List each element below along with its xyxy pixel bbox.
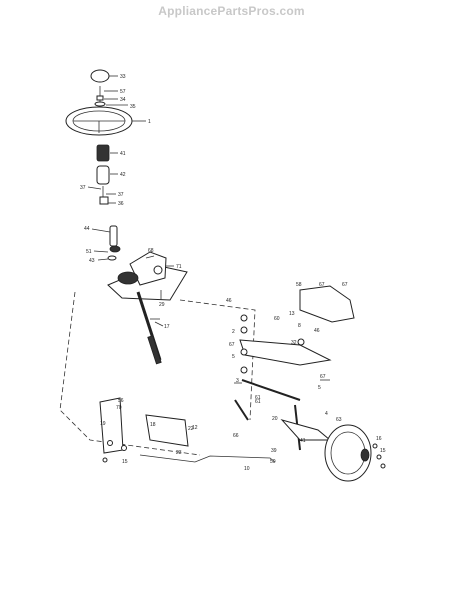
callout: 19 xyxy=(100,421,106,427)
callout: 13 xyxy=(289,311,295,317)
callout: 67 xyxy=(342,282,348,288)
callout: 15 xyxy=(380,448,386,454)
callout: 17 xyxy=(164,324,170,330)
front-wheel xyxy=(324,424,372,482)
spindle xyxy=(234,399,249,421)
callout: 66 xyxy=(233,433,239,439)
callout: 12 xyxy=(192,425,198,431)
callout: 61 xyxy=(255,395,261,401)
leader-lines xyxy=(87,75,330,384)
callout: 35 xyxy=(130,104,136,110)
callout: 37 xyxy=(80,185,86,191)
callout: 5 xyxy=(232,354,235,360)
shaft-bushing xyxy=(109,225,118,247)
steering-arm xyxy=(280,419,332,441)
axle-bracket xyxy=(299,285,355,323)
callout: 29 xyxy=(159,302,165,308)
washer xyxy=(96,95,104,101)
callout: 18 xyxy=(150,422,156,428)
watermark: AppliancePartsPros.com xyxy=(158,4,305,18)
steering-cap xyxy=(90,69,110,83)
shaft-grip xyxy=(147,335,162,365)
callout: 61 xyxy=(255,399,261,405)
callout: 4 xyxy=(325,411,328,417)
callout: 46 xyxy=(314,328,320,334)
callout: 34 xyxy=(120,97,126,103)
nut xyxy=(121,445,127,451)
callout: 42 xyxy=(120,172,126,178)
drag-link xyxy=(239,339,332,366)
callout: 60 xyxy=(274,316,280,322)
callout: 23 xyxy=(176,450,182,456)
callout: 37 xyxy=(118,192,124,198)
washer xyxy=(240,348,248,356)
callout: 46 xyxy=(226,298,232,304)
sector-plate xyxy=(145,414,189,447)
callout: 15 xyxy=(122,459,128,465)
callout: 43 xyxy=(89,258,95,264)
callout: 10 xyxy=(244,466,250,472)
callout: 56 xyxy=(118,398,124,404)
washer xyxy=(240,314,248,322)
washer xyxy=(372,443,378,449)
bellows xyxy=(96,144,110,162)
callout: 36 xyxy=(118,201,124,207)
dashed-outline xyxy=(59,291,201,456)
hub-cap xyxy=(360,448,370,462)
callout: 50 xyxy=(270,459,276,465)
adapter xyxy=(94,101,106,107)
callout: 3 xyxy=(236,378,239,384)
callout: 20 xyxy=(272,416,278,422)
nut xyxy=(240,366,248,374)
callout: 8 xyxy=(298,323,301,329)
callout: 51 xyxy=(86,249,92,255)
callout-labels: 33 57 34 35 1 41 42 37 37 36 44 51 43 68… xyxy=(80,74,386,472)
callout: 1 xyxy=(148,119,151,125)
callout: 67 xyxy=(319,282,325,288)
callout: 67 xyxy=(229,342,235,348)
cap xyxy=(380,463,386,469)
callout: 63 xyxy=(336,417,342,423)
callout: 44 xyxy=(84,226,90,232)
callout: 70 xyxy=(116,405,122,411)
washer xyxy=(297,338,305,346)
callout: 5 xyxy=(318,385,321,391)
column-block xyxy=(99,196,109,205)
drag-link-rod xyxy=(139,454,276,463)
bushing xyxy=(109,245,121,253)
callout: 67 xyxy=(320,374,326,380)
callout: 33 xyxy=(120,74,126,80)
callout: 16 xyxy=(376,436,382,442)
callout: 68 xyxy=(148,248,154,254)
callout: 22 xyxy=(188,426,194,432)
callout: 39 xyxy=(271,448,277,454)
callout: 41 xyxy=(300,438,306,444)
column-sleeve xyxy=(96,165,110,185)
gear-housing xyxy=(129,251,167,286)
callout: 58 xyxy=(296,282,302,288)
washer xyxy=(107,440,113,446)
bolt xyxy=(102,457,108,463)
callout: 2 xyxy=(232,329,235,335)
callout: 32 xyxy=(291,340,297,346)
clip xyxy=(376,454,382,460)
callout: 41 xyxy=(120,151,126,157)
steering-gear xyxy=(117,271,139,285)
nut xyxy=(107,255,117,261)
bolt-head xyxy=(153,265,163,275)
tie-rod xyxy=(241,379,301,401)
callout: 57 xyxy=(120,89,126,95)
callout: 71 xyxy=(176,264,182,270)
dashed-outline xyxy=(179,299,256,421)
nut xyxy=(240,326,248,334)
